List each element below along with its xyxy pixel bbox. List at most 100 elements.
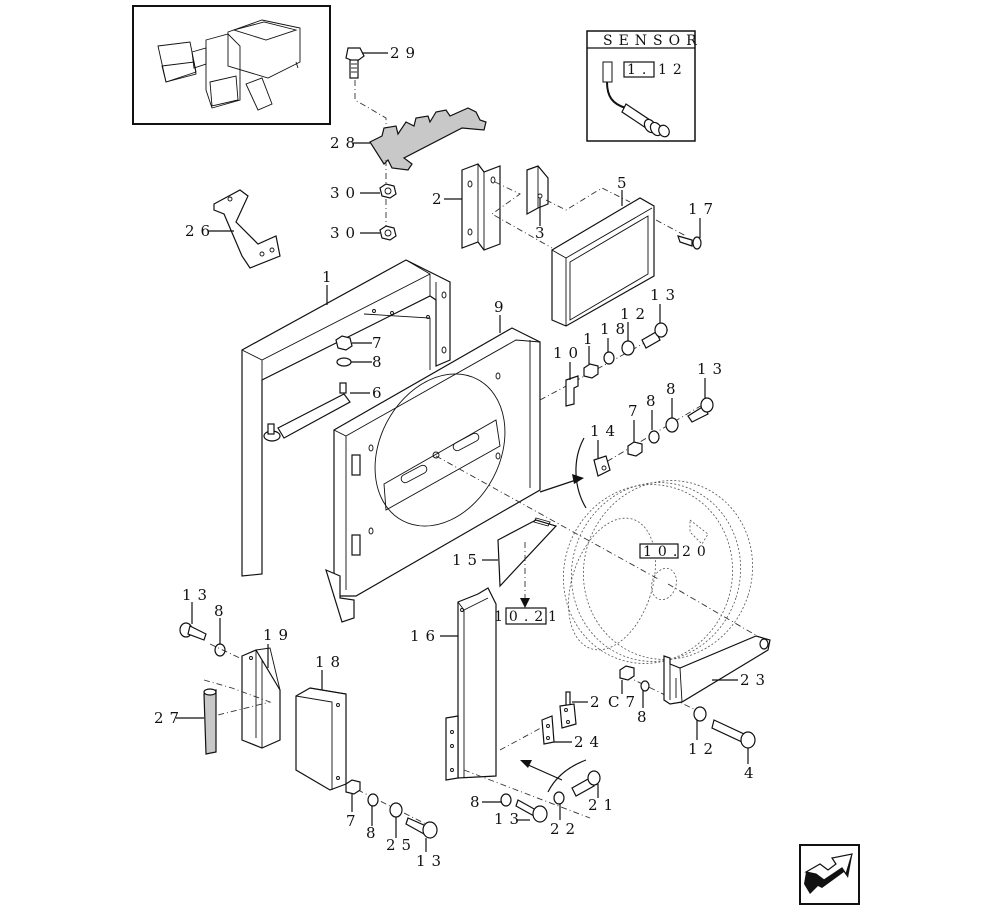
part-17-screw[interactable]	[677, 235, 702, 250]
part-13-bolt-left[interactable]	[179, 622, 207, 641]
part-26-bracket[interactable]	[213, 189, 281, 269]
label-12-arm: 12	[688, 740, 719, 758]
label-9: 9	[494, 298, 510, 316]
ref-box-10-21-boxed: 10.2	[494, 609, 549, 625]
label-18-upper: 18	[600, 320, 631, 338]
part-1-frame[interactable]	[241, 259, 451, 577]
label-19: 19	[263, 626, 294, 644]
part-10-clip[interactable]	[565, 375, 579, 407]
label-8-right-b: 8	[666, 380, 682, 398]
fan-wheel-reference[interactable]	[540, 458, 775, 685]
sensor-ref-box: 1.	[627, 62, 652, 78]
part-14-bracket[interactable]	[593, 455, 611, 477]
label-8-arm: 8	[637, 708, 653, 726]
label-1: 1	[322, 268, 338, 286]
part-25-washer[interactable]	[389, 802, 403, 818]
label-8-bottom: 8	[366, 824, 382, 842]
part-7-nut-right[interactable]	[627, 441, 643, 457]
part-23-support-arm[interactable]	[663, 635, 771, 705]
label-8-upper: 8	[372, 353, 388, 371]
part-15-deflector[interactable]	[497, 517, 558, 588]
label-c7: C7	[608, 693, 641, 711]
part-5-panel[interactable]	[551, 197, 655, 327]
sensor-title: SENSOR	[603, 33, 703, 49]
part-9-fan-shroud-frame[interactable]	[325, 327, 541, 623]
label-5: 5	[617, 174, 633, 192]
part-4-bolt[interactable]	[711, 719, 756, 749]
label-13-middle: 13	[697, 360, 728, 378]
label-15: 15	[452, 551, 483, 569]
part-07-nut[interactable]	[619, 665, 635, 681]
label-14: 14	[590, 422, 621, 440]
label-8-left: 8	[214, 602, 230, 620]
next-page-button[interactable]	[799, 844, 860, 905]
machine-overview-image	[157, 19, 301, 111]
label-7-upper: 7	[372, 334, 388, 352]
part-21-bolt[interactable]	[571, 770, 601, 797]
label-2-hinge: 2	[590, 693, 606, 711]
sensor-ref-suffix: 12	[658, 62, 688, 78]
label-13-bottom: 13	[416, 852, 447, 870]
part-2-angle-bracket[interactable]	[461, 163, 501, 251]
label-8-right-a: 8	[646, 392, 662, 410]
part-12-washer[interactable]	[621, 340, 635, 356]
part-7-nut-bottom[interactable]	[345, 779, 361, 795]
label-11: 1	[583, 330, 599, 348]
part-11-nut[interactable]	[583, 363, 599, 379]
label-13-upper: 13	[650, 286, 681, 304]
part-29-bolt[interactable]	[345, 47, 365, 79]
label-18-lower: 18	[315, 653, 346, 671]
part-18-duct[interactable]	[295, 687, 347, 791]
next-page-arrow-icon	[804, 853, 853, 894]
label-25: 25	[386, 836, 417, 854]
label-6: 6	[372, 384, 388, 402]
label-17: 17	[688, 200, 719, 218]
ref-box-10-21[interactable]: 10.2 1	[494, 607, 563, 625]
label-30-lower: 30	[330, 224, 361, 242]
part-22-washer[interactable]	[553, 791, 565, 805]
label-29: 29	[390, 44, 421, 62]
label-28: 28	[330, 134, 361, 152]
part-2-hinge-pin[interactable]	[559, 691, 577, 729]
ref-box-10-20-suffix: 20	[682, 544, 712, 560]
part-8-washer-bottom[interactable]	[367, 793, 379, 807]
part-8-washer[interactable]	[336, 357, 352, 367]
part-8-washer-right-b[interactable]	[665, 417, 679, 433]
label-27: 27	[154, 709, 185, 727]
ref-box-10-21-suffix: 1	[548, 609, 563, 625]
label-7-bottom: 7	[346, 812, 362, 830]
part-8-washer-center[interactable]	[500, 793, 512, 807]
ref-box-10-20[interactable]: 10. 20	[639, 543, 712, 560]
part-3-clip[interactable]	[526, 165, 549, 216]
ref-box-10-20-boxed: 10.	[643, 544, 683, 560]
part-8-washer-right-a[interactable]	[648, 430, 660, 444]
label-13-center: 13	[494, 810, 525, 828]
part-30-nut-upper[interactable]	[379, 183, 397, 199]
label-4: 4	[744, 764, 760, 782]
sensor-icon	[602, 61, 670, 138]
part-19-duct[interactable]	[241, 647, 281, 749]
part-27-seal-strip[interactable]	[203, 688, 217, 755]
part-6-stay-rod[interactable]	[263, 382, 351, 442]
part-12-washer-arm[interactable]	[693, 706, 707, 722]
part-28-bracket-plate[interactable]	[369, 107, 487, 171]
overview-thumbnail[interactable]	[132, 5, 331, 125]
part-30-nut-lower[interactable]	[379, 225, 397, 241]
label-8-center: 8	[470, 793, 486, 811]
label-12-upper: 12	[620, 305, 651, 323]
label-24: 24	[574, 733, 605, 751]
sensor-reference-box[interactable]: SENSOR 1. 12	[586, 30, 703, 142]
part-18-washer[interactable]	[603, 351, 615, 365]
label-30-upper: 30	[330, 184, 361, 202]
part-7-nut[interactable]	[335, 335, 353, 351]
part-13-bolt-middle[interactable]	[687, 397, 714, 423]
part-13-bolt-upper[interactable]	[641, 322, 668, 349]
part-16-side-panel[interactable]	[445, 587, 497, 781]
part-8-washer-arm[interactable]	[640, 680, 650, 692]
part-24-hinge-plate[interactable]	[541, 715, 555, 745]
label-7-right: 7	[628, 402, 644, 420]
part-13-bolt-center[interactable]	[515, 799, 548, 823]
label-23: 23	[740, 671, 771, 689]
part-13-bolt-bottom[interactable]	[405, 817, 438, 839]
